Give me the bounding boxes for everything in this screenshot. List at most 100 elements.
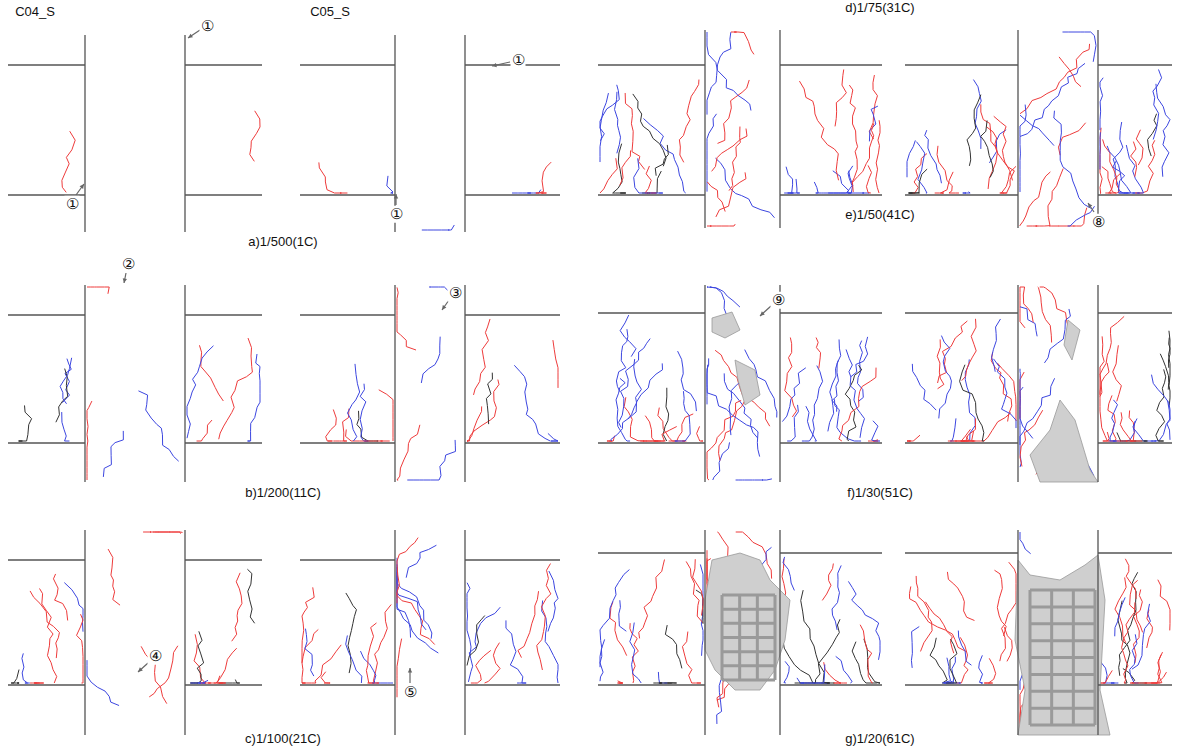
crack <box>938 321 968 383</box>
crack <box>806 406 817 441</box>
crack <box>715 350 770 426</box>
crack <box>624 397 665 441</box>
crack <box>360 384 369 441</box>
crack <box>640 427 677 441</box>
crack <box>707 224 735 226</box>
spalled-area <box>1064 320 1080 360</box>
specimen-outline <box>905 30 1172 228</box>
crack <box>1169 331 1170 406</box>
crack <box>822 564 833 601</box>
panel-caption: g)1/20(61C) <box>845 732 914 746</box>
crack <box>712 129 747 172</box>
crack <box>961 429 970 441</box>
leader-line <box>760 306 771 316</box>
crack <box>11 670 19 683</box>
crack <box>485 643 501 683</box>
crack <box>736 479 772 480</box>
crack <box>305 629 314 676</box>
specimen-outlines <box>8 30 1172 735</box>
crack <box>960 365 985 441</box>
callout-number: ① <box>389 206 404 223</box>
crack <box>474 319 491 395</box>
crack <box>1020 105 1026 192</box>
specimen-outline <box>8 530 262 735</box>
panel-caption: c)1/100(21C) <box>245 732 321 746</box>
crack <box>30 591 59 658</box>
crack <box>397 558 432 639</box>
crack <box>1125 559 1136 599</box>
crack <box>347 364 359 441</box>
crack <box>785 338 797 417</box>
crack <box>911 627 919 668</box>
crack <box>801 590 830 683</box>
crack <box>187 346 213 438</box>
crack <box>1168 338 1170 368</box>
crack <box>832 565 841 629</box>
crack <box>836 656 852 683</box>
specimen-outline <box>905 530 1172 735</box>
crack <box>1100 128 1102 193</box>
crack <box>64 583 83 632</box>
crack <box>138 391 178 461</box>
specimen-outline <box>905 285 1172 482</box>
crack <box>422 225 454 230</box>
specimen-outline <box>8 285 262 482</box>
crack <box>643 119 685 193</box>
crack <box>832 339 841 411</box>
crack <box>346 593 357 673</box>
crack <box>53 574 67 621</box>
crack <box>1126 145 1143 193</box>
crack <box>950 418 956 441</box>
crack <box>379 390 393 441</box>
crack <box>397 287 416 350</box>
callout-number: ⑧ <box>1091 214 1106 231</box>
crack <box>1115 597 1125 636</box>
crack <box>1113 345 1122 401</box>
crack <box>1152 375 1170 440</box>
crack <box>77 614 83 683</box>
leader-arrowhead <box>123 278 127 283</box>
callout-number: ① <box>65 196 80 213</box>
crack <box>553 340 558 388</box>
crack <box>1131 142 1137 177</box>
crack <box>397 639 402 698</box>
crack <box>1133 589 1142 662</box>
crack <box>963 192 970 193</box>
crack <box>1105 173 1120 193</box>
crack <box>60 358 72 404</box>
crack <box>937 339 944 388</box>
crack <box>620 150 631 185</box>
crack <box>1100 670 1112 683</box>
spalled-area <box>1015 555 1110 735</box>
crack <box>22 653 30 683</box>
crack <box>19 405 32 441</box>
exposed-rebar <box>722 595 775 680</box>
crack <box>471 650 491 683</box>
crack <box>218 680 240 683</box>
crack <box>346 429 390 441</box>
crack <box>946 639 957 683</box>
crack <box>615 92 621 153</box>
crack <box>634 158 663 193</box>
panel-caption: C05_S <box>310 5 350 19</box>
leader-arrowhead <box>760 311 765 316</box>
crack <box>697 426 703 441</box>
crack <box>39 588 56 683</box>
crack <box>357 411 378 441</box>
crack <box>642 171 661 193</box>
crack <box>966 436 975 441</box>
crack <box>537 564 551 670</box>
spalled-area <box>712 312 740 338</box>
callout-number: ② <box>121 256 136 273</box>
crack <box>628 359 641 419</box>
crack <box>693 559 703 615</box>
panel-caption: d)1/75(31C) <box>845 1 914 15</box>
leader-line <box>188 30 200 38</box>
crack <box>1153 401 1170 441</box>
crack <box>839 368 876 441</box>
crack <box>851 337 868 377</box>
crack <box>729 127 740 191</box>
crack <box>1115 577 1126 642</box>
crack <box>199 345 223 401</box>
